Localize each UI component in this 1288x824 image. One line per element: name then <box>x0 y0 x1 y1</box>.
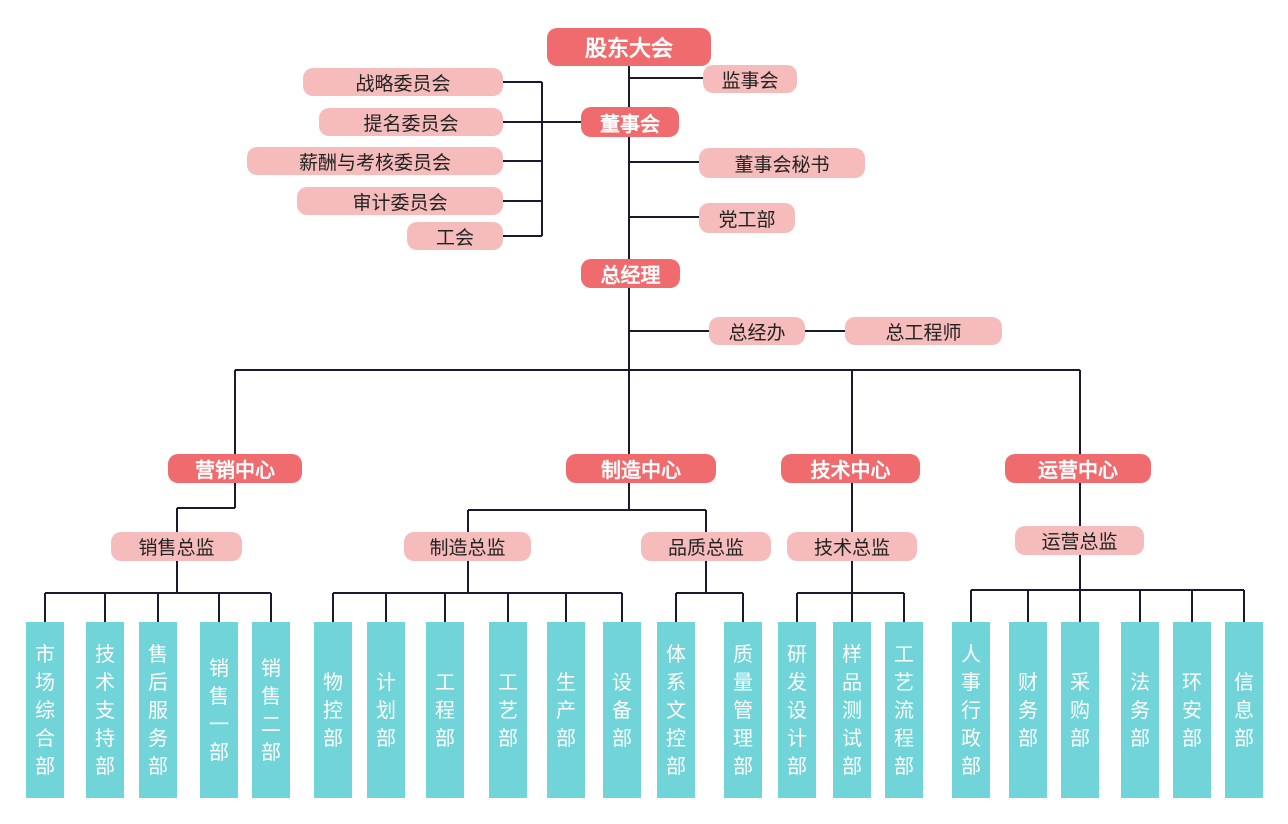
department-box: 销售二部 <box>252 622 290 798</box>
department-box: 质量管理部 <box>724 622 762 798</box>
node-party-office: 党工部 <box>699 203 795 233</box>
department-box: 计划部 <box>367 622 405 798</box>
department-box: 体系文控部 <box>657 622 695 798</box>
node-director-quality: 品质总监 <box>641 532 771 561</box>
node-director-sales: 销售总监 <box>111 532 242 561</box>
department-box: 信息部 <box>1225 622 1263 798</box>
node-committee: 提名委员会 <box>319 108 503 136</box>
department-box: 采购部 <box>1061 622 1099 798</box>
node-committee: 工会 <box>407 222 503 250</box>
node-gm-office: 总经办 <box>709 317 805 345</box>
department-box: 样品测试部 <box>833 622 871 798</box>
department-box: 财务部 <box>1009 622 1047 798</box>
department-box: 工艺部 <box>489 622 527 798</box>
node-chief-engineer: 总工程师 <box>845 317 1002 345</box>
department-box: 售后服务部 <box>139 622 177 798</box>
department-box: 市场综合部 <box>26 622 64 798</box>
node-director-tech: 技术总监 <box>787 532 917 561</box>
node-committee: 审计委员会 <box>297 187 503 215</box>
node-board: 董事会 <box>581 107 679 137</box>
node-center-technology: 技术中心 <box>781 454 920 483</box>
department-box: 工艺流程部 <box>885 622 923 798</box>
node-director-manufacturing: 制造总监 <box>404 532 531 561</box>
department-box: 销售一部 <box>200 622 238 798</box>
node-board-secretary: 董事会秘书 <box>699 148 865 178</box>
department-box: 生产部 <box>547 622 585 798</box>
department-box: 物控部 <box>314 622 352 798</box>
node-center-manufacturing: 制造中心 <box>566 454 716 483</box>
node-supervisors: 监事会 <box>703 65 797 93</box>
node-director-ops: 运营总监 <box>1015 526 1144 555</box>
node-shareholders: 股东大会 <box>547 28 711 66</box>
department-box: 研发设计部 <box>778 622 816 798</box>
department-box: 法务部 <box>1121 622 1159 798</box>
department-box: 技术支持部 <box>86 622 124 798</box>
department-box: 人事行政部 <box>952 622 990 798</box>
node-center-marketing: 营销中心 <box>168 454 302 483</box>
node-committee: 薪酬与考核委员会 <box>247 147 503 175</box>
node-center-operations: 运营中心 <box>1005 454 1151 483</box>
department-box: 工程部 <box>426 622 464 798</box>
department-box: 环安部 <box>1173 622 1211 798</box>
node-committee: 战略委员会 <box>303 68 503 96</box>
node-general-manager: 总经理 <box>581 259 680 288</box>
department-box: 设备部 <box>603 622 641 798</box>
